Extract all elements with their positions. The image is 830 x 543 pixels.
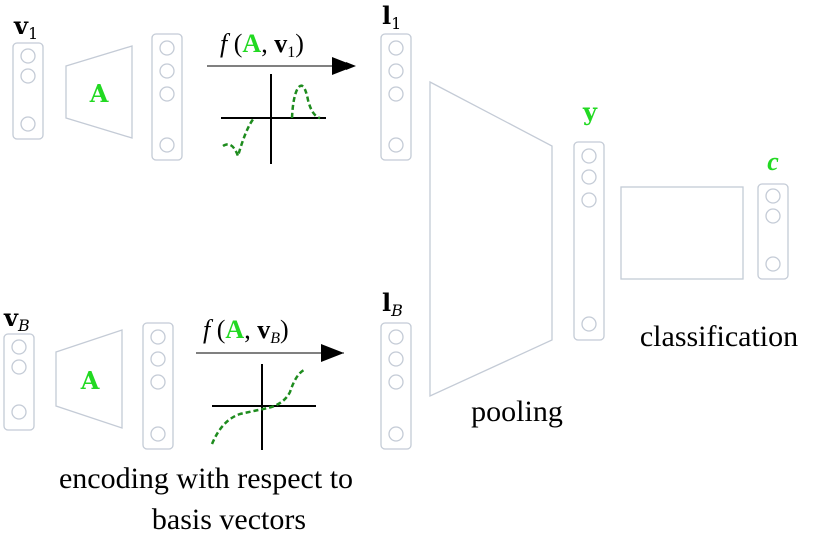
bottom-matrix-label: A: [80, 366, 100, 395]
encoding-caption-line1: encoding with respect to: [59, 462, 353, 495]
bottom-output-label: lB: [382, 288, 403, 320]
bottom-function-label: f (A, vB): [203, 315, 289, 347]
pooled-label: y: [582, 97, 598, 126]
class-label: c: [767, 147, 779, 176]
top-output-label: l1: [382, 1, 401, 33]
top-plot-curve-right: [290, 84, 321, 120]
bottom-input-label: vB: [3, 303, 30, 335]
top-encoded-vector: [151, 33, 183, 161]
bottom-encoded-vector: [142, 322, 174, 450]
encoding-caption-line2: basis vectors: [152, 503, 306, 536]
pooling-caption: pooling: [471, 395, 563, 428]
classifier-box: [620, 186, 744, 280]
top-arrowhead: [332, 57, 355, 75]
bottom-arrowhead: [321, 344, 344, 362]
bottom-activation-plot: [210, 364, 316, 450]
bottom-output-vector: [380, 322, 412, 450]
class-vector: [757, 183, 789, 280]
bottom-input-vector: [3, 333, 35, 431]
pooling-trapezoid: [429, 80, 553, 398]
top-input-label: v1: [13, 11, 38, 43]
pooled-vector: [573, 141, 605, 341]
top-output-vector: [380, 33, 412, 161]
top-activation-plot: [221, 74, 326, 164]
top-plot-curve-left: [222, 117, 255, 160]
bottom-plot-curve: [210, 368, 305, 445]
top-matrix-trapezoid: [65, 45, 133, 139]
top-input-vector: [12, 42, 44, 140]
top-function-label: f (A, v1): [220, 29, 304, 61]
top-matrix-label: A: [89, 79, 109, 108]
bottom-matrix-trapezoid: [55, 329, 123, 429]
classification-caption: classification: [640, 320, 798, 353]
